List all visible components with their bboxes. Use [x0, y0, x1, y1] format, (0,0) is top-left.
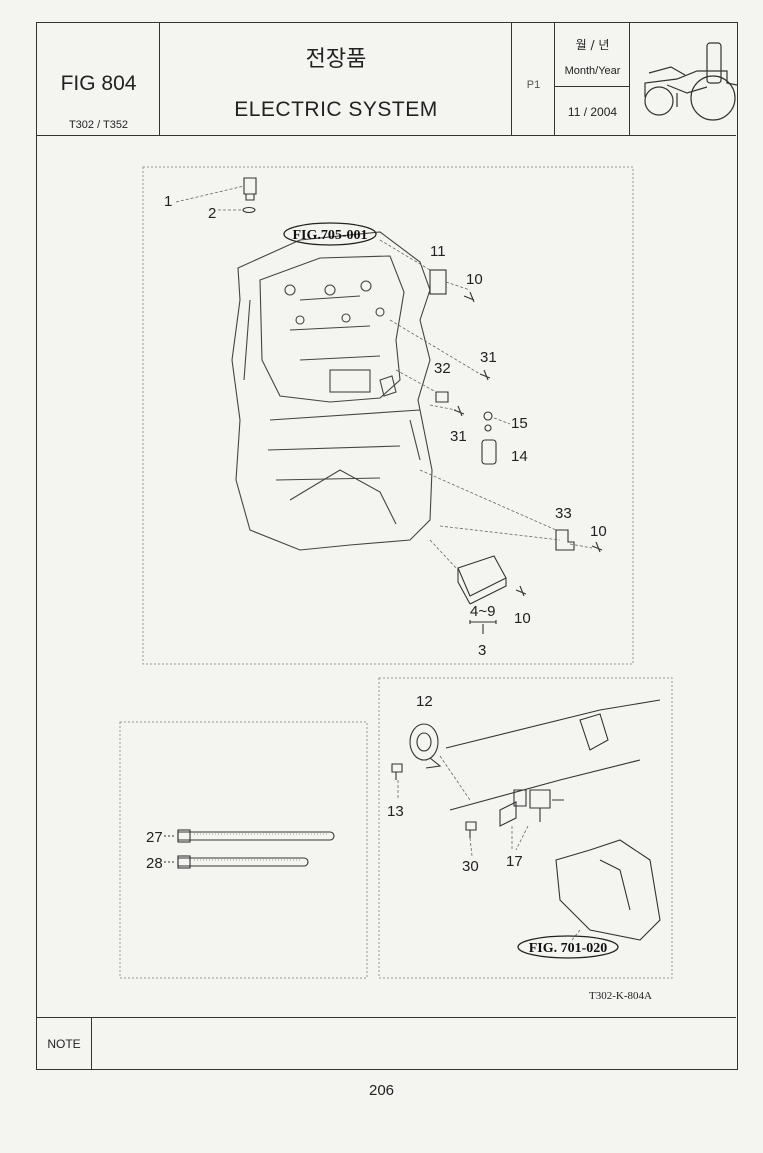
date-cell: [555, 23, 630, 135]
part-32-drawing: [435, 391, 449, 403]
bracket-4-9: [469, 620, 497, 624]
chassis-ref: FIG. 701-020: [529, 941, 608, 956]
part-15-drawing: [483, 411, 493, 421]
horn-panel-drawing: [391, 699, 661, 941]
part-label-10b: 10: [590, 523, 607, 540]
part-label-32: 32: [434, 360, 451, 377]
note-label: NOTE: [37, 1018, 92, 1069]
part-2-drawing: [242, 206, 256, 214]
part-label-27: 27: [146, 829, 163, 846]
part-label-2: 2: [208, 205, 216, 222]
part-11-drawing: [429, 269, 447, 295]
part-label-33: 33: [555, 505, 572, 522]
tractor-icon: [644, 42, 737, 121]
part-label-10a: 10: [466, 271, 483, 288]
fig-number: FIG 804: [60, 72, 137, 95]
page-tag: P1: [526, 79, 541, 91]
part-label-31b: 31: [450, 428, 467, 445]
part-label-11: 11: [430, 243, 446, 260]
part-30-drawing: [465, 821, 477, 838]
part-label-10c: 10: [514, 610, 531, 627]
date-label-english: Month/Year: [564, 65, 621, 77]
part-label-30: 30: [462, 858, 479, 875]
part-31b-drawing: [453, 405, 465, 417]
title-korean: 전장품: [305, 47, 367, 72]
engine-ref-badge: [283, 222, 377, 246]
part-33-drawing: [555, 529, 575, 551]
drawing-code: T302-K-804A: [589, 990, 652, 1002]
date-value: 11 / 2004: [567, 105, 618, 119]
page-tag-cell: [512, 23, 555, 135]
chassis-ref-badge: [517, 935, 619, 959]
part-31a-drawing: [479, 369, 491, 381]
engine-ref: FIG.705-001: [292, 228, 367, 243]
date-label-korean: 월 / 년: [575, 38, 610, 52]
part-1-drawing: [243, 177, 257, 201]
part-label-14: 14: [511, 448, 528, 465]
part-label-4-9: 4~9: [470, 603, 495, 620]
engine-block-drawing: [231, 231, 433, 551]
page-frame: FIG 804 T302 / T352 전장품 ELECTRIC SYSTEM …: [36, 22, 738, 1070]
title-cell: [160, 23, 512, 135]
part-label-15: 15: [511, 415, 528, 432]
cable-tie-drawing: [164, 829, 335, 869]
header-block: FIG 804 T302 / T352 전장품 ELECTRIC SYSTEM …: [37, 23, 737, 136]
engine-panel: [142, 166, 634, 665]
relay-box-drawing: [457, 555, 507, 605]
title-english: ELECTRIC SYSTEM: [234, 98, 438, 121]
part-14-drawing: [481, 439, 497, 465]
part-label-31a: 31: [480, 349, 497, 366]
note-row: NOTE: [37, 1017, 736, 1069]
date-divider: [555, 86, 630, 87]
cable-tie-panel: [119, 721, 368, 979]
part-10a-drawing: [463, 291, 475, 303]
part-label-12: 12: [416, 693, 433, 710]
part-label-28: 28: [146, 855, 163, 872]
part-label-17: 17: [506, 853, 523, 870]
part-10c-drawing: [515, 585, 527, 597]
fig-cell: [37, 23, 160, 135]
part-13-drawing: [391, 763, 403, 780]
model-numbers: T302 / T352: [68, 119, 129, 131]
part-10b-drawing: [591, 541, 603, 553]
page-number: 206: [368, 1082, 395, 1099]
part-label-1: 1: [164, 193, 172, 210]
part-label-13: 13: [387, 803, 404, 820]
part-label-3: 3: [478, 642, 486, 659]
horn-panel: [378, 677, 673, 979]
